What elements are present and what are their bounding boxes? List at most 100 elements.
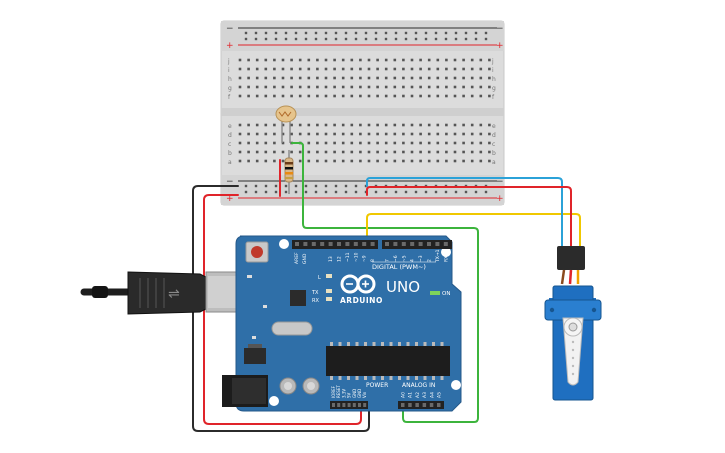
breadboard-hole xyxy=(384,58,388,62)
breadboard-hole xyxy=(255,67,259,71)
breadboard-hole xyxy=(376,123,379,127)
breadboard-hole xyxy=(367,94,371,98)
header-pin xyxy=(362,242,367,246)
breadboard-hole xyxy=(384,85,388,89)
row-label-g-right: g xyxy=(492,85,496,92)
chip-leg xyxy=(355,376,359,380)
on-label: ON xyxy=(442,291,450,297)
breadboard-holes xyxy=(238,31,491,194)
header-pin xyxy=(435,242,440,246)
breadboard-hole xyxy=(402,150,405,154)
breadboard-hole xyxy=(384,123,388,127)
breadboard-hole xyxy=(238,94,242,98)
row-label-c: c xyxy=(228,141,231,148)
breadboard-hole xyxy=(298,67,302,71)
breadboard-hole xyxy=(238,85,242,89)
breadboard-hole xyxy=(402,76,405,80)
breadboard-hole xyxy=(402,85,405,89)
breadboard-hole xyxy=(367,85,371,89)
breadboard-hole xyxy=(273,76,276,80)
breadboard-hole xyxy=(359,150,362,154)
breadboard-hole xyxy=(255,85,259,89)
breadboard-hole xyxy=(298,159,302,163)
rail-hole xyxy=(414,37,418,41)
header-pin xyxy=(410,242,415,246)
breadboard-hole xyxy=(324,150,328,154)
header-pin xyxy=(320,242,325,246)
breadboard-hole xyxy=(393,159,397,163)
breadboard-hole xyxy=(479,67,483,71)
breadboard-hole xyxy=(247,85,250,89)
breadboard-hole xyxy=(281,76,285,80)
breadboard-hole xyxy=(384,141,388,145)
breadboard-hole xyxy=(453,67,457,71)
rail-hole xyxy=(414,31,418,35)
breadboard-hole xyxy=(359,132,362,136)
breadboard-hole xyxy=(393,123,397,127)
breadboard-hole xyxy=(273,67,276,71)
analog-pin-label: A0 xyxy=(401,392,407,398)
rail-hole xyxy=(294,31,298,35)
breadboard-hole xyxy=(384,94,388,98)
breadboard-hole xyxy=(341,58,345,62)
breadboard-hole xyxy=(255,150,259,154)
rail-hole xyxy=(404,31,408,35)
breadboard-hole xyxy=(393,67,397,71)
breadboard-hole xyxy=(341,94,345,98)
breadboard-hole xyxy=(290,67,293,71)
breadboard-hole xyxy=(238,159,242,163)
row-label-b: b xyxy=(228,150,232,157)
rail-hole xyxy=(454,31,458,35)
breadboard-hole xyxy=(419,76,422,80)
breadboard-hole xyxy=(427,94,431,98)
breadboard-hole xyxy=(255,132,259,136)
breadboard-hole xyxy=(393,94,397,98)
analog-label: ANALOG IN xyxy=(402,382,435,389)
breadboard-hole xyxy=(290,150,293,154)
breadboard-hole xyxy=(376,132,379,136)
breadboard-hole xyxy=(316,132,319,136)
rail-hole xyxy=(474,190,478,194)
rail-hole xyxy=(304,37,308,41)
breadboard-hole xyxy=(350,159,354,163)
breadboard-hole xyxy=(436,132,440,136)
digital-pin-label: 12 xyxy=(337,256,343,262)
breadboard-hole xyxy=(281,141,285,145)
breadboard-hole xyxy=(333,132,336,136)
rail-hole xyxy=(364,31,368,35)
row-labels-left: j i h g f e d c b a xyxy=(227,58,232,166)
breadboard-hole xyxy=(324,159,328,163)
breadboard-hole xyxy=(333,141,336,145)
breadboard-hole xyxy=(445,76,448,80)
rail-hole xyxy=(474,31,478,35)
breadboard-hole xyxy=(273,58,276,62)
header-pin xyxy=(328,242,333,246)
chip-leg xyxy=(389,342,393,346)
breadboard-hole xyxy=(290,85,293,89)
rail-hole xyxy=(314,190,318,194)
breadboard-hole xyxy=(488,67,491,71)
breadboard-hole xyxy=(445,159,448,163)
breadboard-hole xyxy=(393,76,397,80)
breadboard-hole xyxy=(324,94,328,98)
rail-hole xyxy=(264,184,268,188)
rail-hole xyxy=(334,190,338,194)
breadboard-hole xyxy=(427,123,431,127)
digital-pin-label: 2 xyxy=(427,259,433,262)
breadboard-hole xyxy=(479,159,483,163)
rail-hole xyxy=(484,190,488,194)
rail-hole xyxy=(274,37,278,41)
rail-hole xyxy=(454,190,458,194)
breadboard-hole xyxy=(307,123,311,127)
chip-leg xyxy=(440,376,444,380)
breadboard-hole xyxy=(462,141,465,145)
breadboard-hole xyxy=(273,123,276,127)
row-label-g: g xyxy=(228,85,232,92)
breadboard-hole xyxy=(479,94,483,98)
rail-hole xyxy=(274,190,278,194)
breadboard-hole xyxy=(419,94,422,98)
rail-hole xyxy=(284,190,288,194)
header-pin xyxy=(415,403,419,407)
breadboard-hole xyxy=(410,123,414,127)
